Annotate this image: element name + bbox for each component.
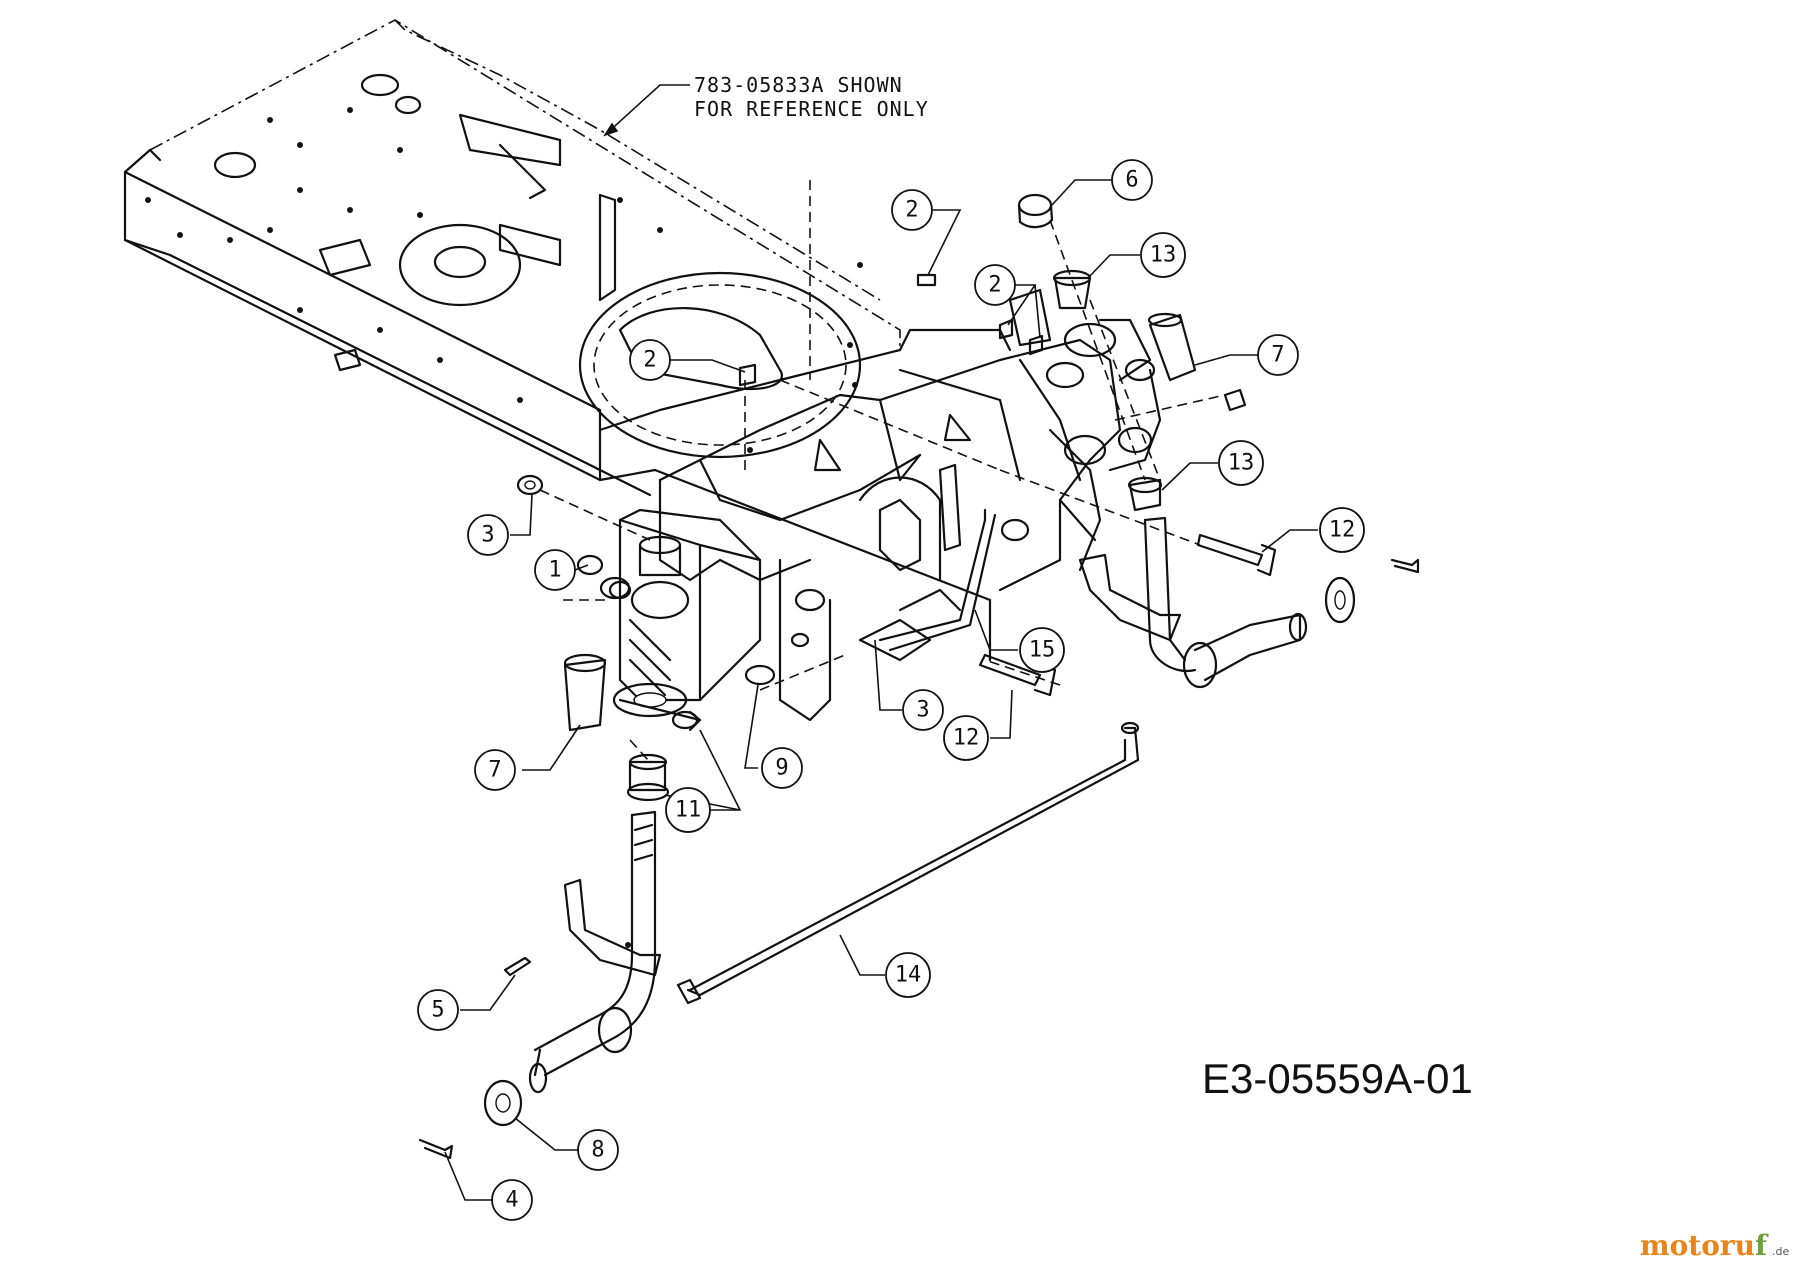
- callout-3: 3: [467, 514, 509, 556]
- svg-text:12: 12: [953, 726, 980, 751]
- callout-2: 2: [891, 189, 933, 231]
- svg-text:14: 14: [895, 963, 922, 988]
- callout-13: 13: [1140, 232, 1186, 278]
- svg-text:2: 2: [905, 198, 918, 223]
- callout-3: 3: [902, 689, 944, 731]
- watermark-suffix: .de: [1772, 1245, 1789, 1258]
- svg-text:9: 9: [775, 756, 788, 781]
- watermark-brand-orange: motoru: [1640, 1229, 1755, 1262]
- svg-text:motoruf: motoruf: [1640, 1229, 1769, 1262]
- callout-12: 12: [1319, 507, 1365, 553]
- callout-7: 7: [1257, 334, 1299, 376]
- bolt-1b: [599, 576, 631, 600]
- bolt-11: [671, 710, 702, 732]
- cap-6: [1017, 193, 1054, 229]
- bolts-2: [738, 273, 1044, 387]
- callout-2: 2: [629, 339, 671, 381]
- callout-6: 6: [1111, 159, 1153, 201]
- washer-right: [1324, 576, 1356, 624]
- callout-2: 2: [974, 264, 1016, 306]
- callout-11: 11: [665, 787, 711, 833]
- washer-9: [744, 664, 776, 686]
- reference-note: 783-05833A SHOWN FOR REFERENCE ONLY: [603, 73, 929, 137]
- svg-text:7: 7: [488, 758, 501, 783]
- callout-8: 8: [577, 1129, 619, 1171]
- svg-text:3: 3: [916, 698, 929, 723]
- axle-pivot-housing: [612, 508, 762, 722]
- nut-1: [576, 554, 632, 600]
- cotter-pin-5: [503, 956, 532, 977]
- watermark-logo: motoruf .de: [1640, 1229, 1789, 1262]
- callout-9: 9: [761, 747, 803, 789]
- left-spacer-tube-7: [563, 653, 607, 732]
- svg-text:2: 2: [643, 348, 656, 373]
- svg-text:2: 2: [988, 273, 1001, 298]
- cotter-pin-4: [418, 1138, 454, 1160]
- svg-text:7: 7: [1271, 343, 1284, 368]
- callout-13: 13: [1218, 440, 1264, 486]
- callout-1: 1: [534, 549, 576, 591]
- callout-12: 12: [943, 715, 989, 761]
- pivot-bolt-right: [1223, 388, 1247, 412]
- bolt-12-upper: [1196, 533, 1277, 577]
- bushing-13-lower: [1127, 476, 1163, 512]
- svg-text:6: 6: [1125, 168, 1138, 193]
- washer-8: [483, 1079, 523, 1127]
- nut-3: [516, 474, 544, 496]
- callout-leaders: [444, 179, 1318, 1201]
- svg-text:13: 13: [1150, 243, 1177, 268]
- callout-7: 7: [474, 749, 516, 791]
- bushing-13-upper: [1052, 269, 1092, 310]
- svg-text:1: 1: [548, 558, 561, 583]
- svg-text:5: 5: [431, 998, 444, 1023]
- drag-link-14: [676, 721, 1140, 1005]
- chassis-frame: [123, 19, 1162, 722]
- assembly-centerlines: [539, 180, 1226, 761]
- cotter-pin-right: [1390, 558, 1420, 574]
- callout-15: 15: [1019, 627, 1065, 673]
- svg-text:4: 4: [505, 1188, 518, 1213]
- svg-text:8: 8: [591, 1138, 604, 1163]
- reference-note-line2: FOR REFERENCE ONLY: [694, 97, 929, 121]
- svg-text:3: 3: [481, 523, 494, 548]
- watermark-brand-green: f: [1755, 1229, 1769, 1262]
- callout-4: 4: [491, 1179, 533, 1221]
- right-spacer-tube-7: [1147, 312, 1197, 382]
- callout-14: 14: [885, 952, 931, 998]
- svg-text:11: 11: [675, 798, 702, 823]
- svg-text:15: 15: [1029, 638, 1056, 663]
- reference-note-line1: 783-05833A SHOWN: [694, 73, 903, 97]
- svg-text:12: 12: [1329, 518, 1356, 543]
- pivot-bushing-top: [638, 535, 682, 577]
- svg-text:13: 13: [1228, 451, 1255, 476]
- callout-5: 5: [417, 989, 459, 1031]
- support-rod-15: [878, 463, 1030, 652]
- left-spindle: [528, 810, 662, 1094]
- right-spindle: [1078, 516, 1308, 689]
- drawing-number: E3-05559A-01: [1202, 1055, 1473, 1102]
- bushing-11: [626, 753, 670, 802]
